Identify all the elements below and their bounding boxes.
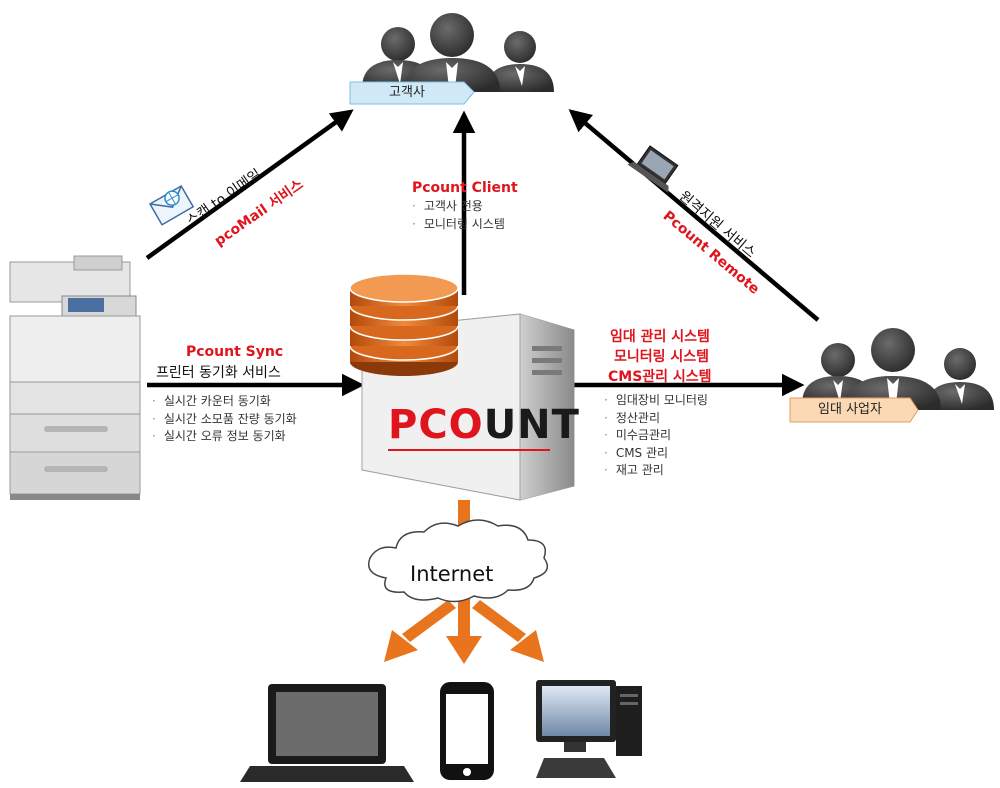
remote-laptop-icon [627, 145, 679, 194]
list-item: 실시간 카운터 동기화 [152, 393, 297, 411]
arrow-lessor-to-customer [568, 109, 820, 322]
logo-red-part: PCO [388, 402, 484, 448]
pcount-client-title: Pcount Client [412, 180, 518, 196]
pcount-sync-list: 실시간 카운터 동기화 실시간 소모품 잔량 동기화 실시간 오류 정보 동기화 [152, 393, 297, 446]
cms-system-title: CMS관리 시스템 [608, 369, 712, 385]
database-icon [349, 273, 459, 376]
pcount-client-list: 고객사 전용 모니터링 시스템 [412, 198, 505, 233]
lease-system-list: 임대장비 모니터링 정산관리 미수금관리 CMS 관리 재고 관리 [604, 392, 708, 480]
list-item: 모니터링 시스템 [412, 216, 505, 234]
list-item: 미수금관리 [604, 427, 708, 445]
printer-icon [9, 255, 141, 500]
pcount-logo: PCOUNT [388, 402, 580, 448]
list-item: CMS 관리 [604, 445, 708, 463]
monitoring-system-title: 모니터링 시스템 [614, 349, 710, 365]
smartphone-icon [440, 682, 494, 780]
lessor-tag: 임대 사업자 [818, 402, 882, 417]
internet-label: Internet [410, 562, 494, 586]
list-item: 실시간 소모품 잔량 동기화 [152, 411, 297, 429]
printer-sync-service-label: 프린터 동기화 서비스 [156, 365, 281, 381]
customer-tag-shape [349, 81, 475, 105]
customer-people-icon [362, 13, 554, 92]
desktop-icon [536, 680, 642, 778]
pcount-sync-title: Pcount Sync [186, 344, 284, 360]
list-item: 임대장비 모니터링 [604, 392, 708, 410]
list-item: 고객사 전용 [412, 198, 505, 216]
logo-dark-part: UNT [483, 402, 580, 448]
list-item: 재고 관리 [604, 462, 708, 480]
list-item: 실시간 오류 정보 동기화 [152, 428, 297, 446]
list-item: 정산관리 [604, 410, 708, 428]
customer-tag: 고객사 [389, 85, 425, 100]
arrow-printer-to-customer [145, 109, 354, 260]
internet-cloud-shape [368, 519, 549, 603]
lessor-tag-shape [789, 397, 919, 423]
lease-system-title: 임대 관리 시스템 [610, 329, 710, 345]
laptop-icon [240, 684, 414, 782]
email-envelope-icon [148, 184, 195, 226]
